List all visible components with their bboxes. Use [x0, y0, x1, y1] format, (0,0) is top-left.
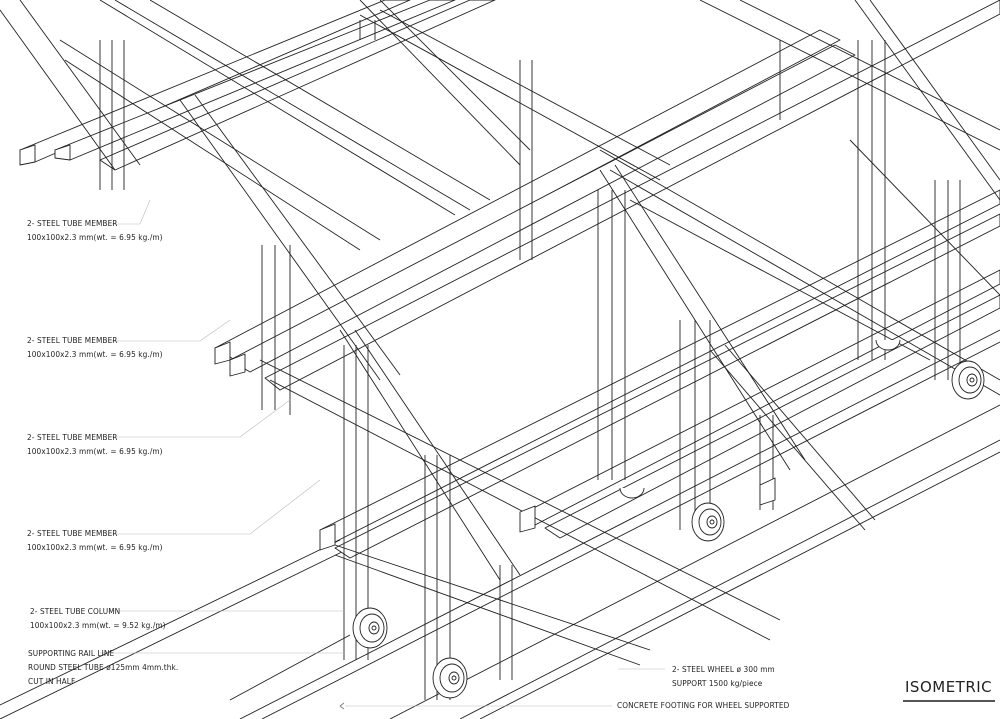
- footing-arrow-icon: [339, 702, 345, 710]
- annotation-spec: SUPPORT 1500 kg/piece: [672, 679, 763, 688]
- annotation-title: 2- STEEL TUBE MEMBER: [27, 219, 118, 228]
- annotation-title: 2- STEEL TUBE COLUMN: [30, 607, 121, 616]
- diagonal-braces: [0, 0, 1000, 581]
- wheel-1: [352, 607, 388, 649]
- annotation-spec: 100x100x2.3 mm(wt. = 6.95 kg./m): [27, 543, 163, 552]
- annotation-spec: 100x100x2.3 mm(wt. = 9.52 kg./m): [30, 621, 166, 630]
- annotation-title: SUPPORTING RAIL LINE: [28, 649, 115, 658]
- wheel-5: [619, 487, 645, 499]
- beam-ends: [19, 144, 776, 551]
- annotation-steel-tube-column: 2- STEEL TUBE COLUMN 100x100x2.3 mm(wt. …: [30, 605, 166, 633]
- annotation-title: 2- STEEL TUBE MEMBER: [27, 529, 118, 538]
- annotation-steel-tube-member-1: 2- STEEL TUBE MEMBER 100x100x2.3 mm(wt. …: [27, 217, 163, 245]
- leader-lines: [100, 199, 665, 707]
- annotation-title: 2- STEEL TUBE MEMBER: [27, 336, 118, 345]
- annotation-steel-tube-member-4: 2- STEEL TUBE MEMBER 100x100x2.3 mm(wt. …: [27, 527, 163, 555]
- annotation-spec: ROUND STEEL TUBE ø125mm 4mm.thk.: [28, 663, 179, 672]
- wheel-2: [432, 657, 468, 699]
- annotation-spec: 100x100x2.3 mm(wt. = 6.95 kg./m): [27, 447, 163, 456]
- wheel-4: [951, 360, 985, 400]
- annotation-title: 2- STEEL TUBE MEMBER: [27, 433, 118, 442]
- annotation-title: CONCRETE FOOTING FOR WHEEL SUPPORTED: [617, 701, 790, 710]
- annotation-spec: 100x100x2.3 mm(wt. = 6.95 kg./m): [27, 350, 163, 359]
- annotation-note: CUT IN HALF: [28, 677, 76, 686]
- view-title-underline: [903, 700, 995, 702]
- annotation-concrete-footing: CONCRETE FOOTING FOR WHEEL SUPPORTED: [617, 699, 789, 713]
- view-title: ISOMETRIC: [905, 678, 993, 696]
- annotation-title: 2- STEEL WHEEL ø 300 mm: [672, 665, 775, 674]
- wheel-6: [875, 339, 901, 351]
- annotation-steel-tube-member-2: 2- STEEL TUBE MEMBER 100x100x2.3 mm(wt. …: [27, 334, 163, 362]
- rail-lines: [0, 329, 1000, 719]
- annotation-spec: 100x100x2.3 mm(wt. = 6.95 kg./m): [27, 233, 163, 242]
- annotation-steel-tube-member-3: 2- STEEL TUBE MEMBER 100x100x2.3 mm(wt. …: [27, 431, 163, 459]
- top-chord-beams: [19, 0, 1000, 559]
- cross-beams: [59, 0, 1000, 666]
- annotation-steel-wheel: 2- STEEL WHEEL ø 300 mm SUPPORT 1500 kg/…: [672, 663, 775, 691]
- wheels: [352, 339, 985, 699]
- annotation-supporting-rail-line: SUPPORTING RAIL LINE ROUND STEEL TUBE ø1…: [28, 647, 178, 689]
- wheel-3: [691, 502, 725, 542]
